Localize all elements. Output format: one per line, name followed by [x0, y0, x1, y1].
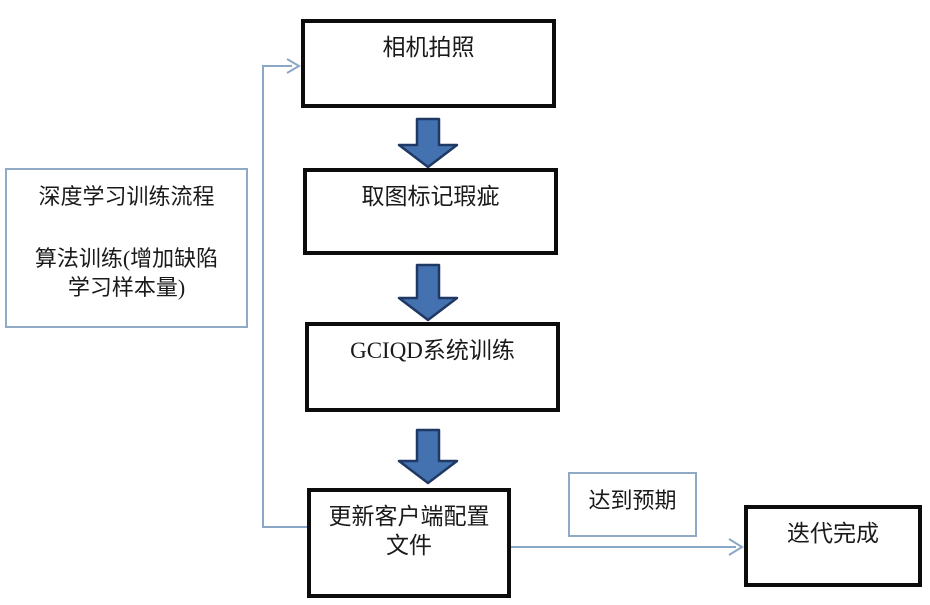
node-camera: 相机拍照: [301, 19, 556, 108]
down-arrow-icon-3: [397, 428, 459, 485]
down-arrow-icon-2: [397, 263, 459, 322]
node-update-config-line2: 文件: [386, 532, 432, 558]
side-note-line3: 学习样本量): [67, 275, 186, 300]
node-iteration-done-label: 迭代完成: [787, 521, 879, 546]
to-done-connector: [511, 538, 744, 556]
node-mark-defects: 取图标记瑕疵: [303, 168, 558, 255]
feedback-arrowhead-icon: [286, 58, 301, 74]
down-arrow-icon-1: [397, 117, 459, 169]
node-system-training-label: GCIQD系统训练: [350, 338, 515, 363]
edge-label-text: 达到预期: [588, 488, 677, 513]
feedback-connector: [262, 58, 307, 528]
side-note-line1: 深度学习训练流程: [38, 184, 215, 209]
node-system-training: GCIQD系统训练: [305, 322, 560, 412]
node-mark-defects-label: 取图标记瑕疵: [361, 184, 500, 209]
side-note-box: 深度学习训练流程 算法训练(增加缺陷 学习样本量): [5, 168, 248, 328]
node-update-config: 更新客户端配置 文件: [307, 488, 511, 598]
edge-label-box: 达到预期: [568, 472, 697, 537]
to-done-arrowhead-icon: [728, 538, 744, 556]
side-note-line2: 算法训练(增加缺陷: [34, 245, 219, 271]
node-camera-label: 相机拍照: [382, 35, 475, 60]
node-iteration-done: 迭代完成: [744, 505, 922, 587]
node-update-config-line1: 更新客户端配置: [328, 504, 490, 529]
